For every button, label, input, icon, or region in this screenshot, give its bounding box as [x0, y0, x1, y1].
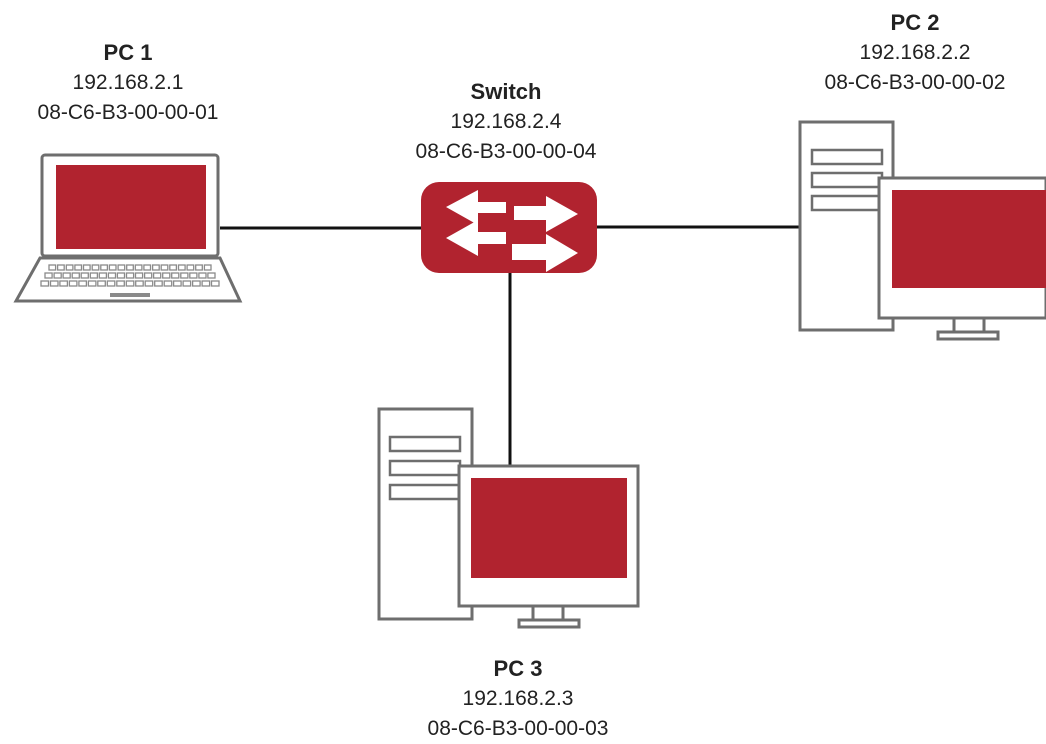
keyboard-key	[134, 272, 144, 279]
keyboard-key	[106, 280, 116, 287]
keyboard-key	[182, 280, 192, 287]
laptop-screen	[56, 165, 206, 249]
keyboard-key	[152, 272, 162, 279]
keyboard-key	[44, 272, 53, 279]
switch-body	[421, 182, 597, 273]
keyboard-key	[65, 264, 74, 271]
keyboard-key	[207, 272, 216, 279]
keyboard-key	[201, 280, 211, 287]
switch-ip: 192.168.2.4	[450, 110, 562, 133]
keyboard-key	[68, 280, 78, 287]
pc3-drive-bay-3	[388, 483, 462, 501]
keyboard-key	[116, 272, 126, 279]
pc2-drive-bay-2	[810, 171, 884, 189]
pc1-ip: 192.168.2.1	[72, 71, 184, 94]
pc2-drive-bay-1	[810, 148, 884, 166]
pc1-name: PC 1	[103, 40, 153, 65]
keyboard-key	[160, 264, 169, 271]
keyboard-key	[151, 264, 160, 271]
switch-arrows	[446, 190, 578, 272]
keyboard-key	[71, 272, 80, 279]
keyboard-key	[80, 272, 89, 279]
keyboard-key	[135, 280, 144, 287]
keyboard-key	[198, 272, 207, 279]
keyboard-key	[117, 264, 126, 271]
keyboard-key	[171, 272, 180, 279]
switch-name: Switch	[470, 79, 542, 104]
keyboard-key	[100, 264, 109, 271]
keyboard-key	[82, 264, 91, 271]
keyboard-key	[74, 264, 83, 271]
keyboard-key	[108, 264, 117, 271]
keyboard-key	[191, 280, 201, 287]
pc2-drive-bay-3	[810, 194, 884, 212]
laptop-trackpad	[110, 293, 150, 297]
pc2-label: PC 2 192.168.2.2 08-C6-B3-00-00-02	[786, 8, 1044, 98]
keyboard-key	[189, 272, 198, 279]
keyboard-key	[48, 264, 57, 271]
switch-label: Switch 192.168.2.4 08-C6-B3-00-00-04	[376, 77, 636, 167]
keyboard-key	[195, 264, 203, 271]
keyboard-key	[49, 280, 59, 287]
keyboard-key	[210, 280, 220, 287]
keyboard-key	[177, 264, 186, 271]
keyboard-key	[180, 272, 189, 279]
keyboard-key	[91, 264, 100, 271]
keyboard-key	[143, 272, 153, 279]
keyboard-key	[186, 264, 195, 271]
pc3-label: PC 3 192.168.2.3 08-C6-B3-00-00-03	[400, 654, 636, 744]
keyboard-key	[53, 272, 62, 279]
pc1-label: PC 1 192.168.2.1 08-C6-B3-00-00-01	[0, 38, 256, 128]
keyboard-key	[62, 272, 71, 279]
keyboard-key	[125, 280, 135, 287]
pc3-monitor-stand	[517, 618, 581, 629]
keyboard-key	[97, 280, 106, 287]
keyboard-key	[107, 272, 117, 279]
keyboard-key	[125, 272, 135, 279]
pc3-drive-bay-1	[388, 435, 462, 453]
keyboard-key	[162, 272, 171, 279]
pc2-ip: 192.168.2.2	[859, 41, 971, 64]
pc2-name: PC 2	[890, 10, 940, 35]
pc3-ip: 192.168.2.3	[462, 687, 574, 710]
desktop-computer-icon[interactable]	[377, 407, 640, 629]
keyboard-key	[89, 272, 99, 279]
keyboard-key	[144, 280, 154, 287]
pc3-name: PC 3	[493, 656, 543, 681]
keyboard-key	[40, 280, 50, 287]
keyboard-key	[87, 280, 97, 287]
keyboard-key	[56, 264, 65, 271]
keyboard-key	[116, 280, 125, 287]
laptop-base	[13, 256, 243, 303]
keyboard-key	[98, 272, 108, 279]
pc2-monitor-screen	[892, 190, 1046, 288]
pc3-drive-bay-2	[388, 459, 462, 477]
pc3-mac: 08-C6-B3-00-00-03	[427, 717, 609, 740]
pc2-mac: 08-C6-B3-00-00-02	[824, 71, 1006, 94]
laptop-icon[interactable]	[13, 153, 243, 303]
keyboard-key	[203, 264, 212, 271]
keyboard-key	[78, 280, 88, 287]
keyboard-key	[169, 264, 178, 271]
pc2-monitor-neck	[952, 316, 986, 334]
desktop-computer-icon[interactable]	[798, 120, 1046, 341]
pc3-monitor-screen	[471, 478, 627, 578]
network-switch-icon[interactable]	[421, 182, 597, 273]
keyboard-key	[163, 280, 173, 287]
keyboard-key	[143, 264, 152, 271]
keyboard-key	[59, 280, 69, 287]
keyboard-key	[172, 280, 182, 287]
keyboard-key	[134, 264, 143, 271]
pc1-mac: 08-C6-B3-00-00-01	[37, 101, 219, 124]
keyboard-key	[154, 280, 163, 287]
laptop-keyboard	[40, 264, 220, 287]
links	[220, 225, 800, 468]
keyboard-key	[126, 264, 134, 271]
pc2-monitor-stand	[936, 330, 1000, 341]
switch-mac: 08-C6-B3-00-00-04	[415, 140, 597, 163]
pc3-monitor-neck	[531, 604, 565, 622]
